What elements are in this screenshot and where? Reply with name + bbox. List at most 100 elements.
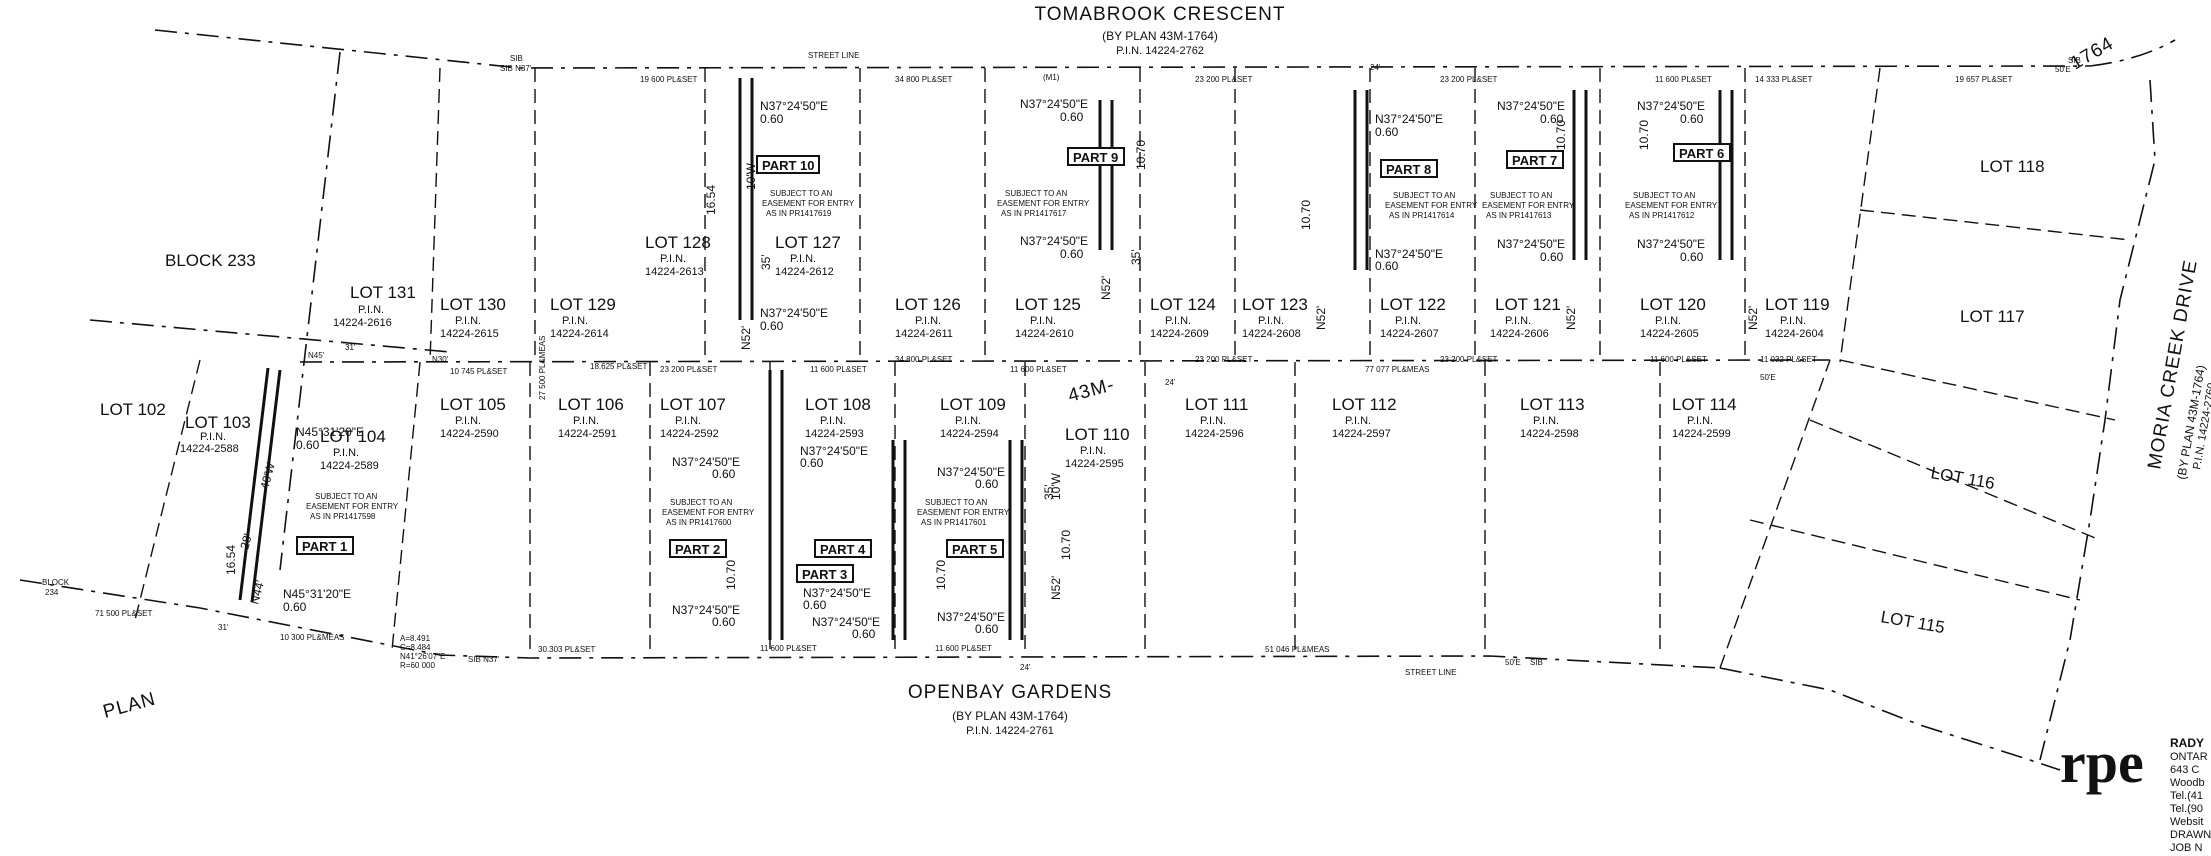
street-south-plan: (BY PLAN 43M-1764) [952,709,1068,723]
lot-107-label: LOT 107 [660,395,726,414]
plset-23200-c: 23 200 PL&SET [660,365,717,374]
part-5-label: PART 5 [952,542,997,557]
lot-126-pin: 14224-2611 [895,328,953,340]
easement-104-l2: EASEMENT FOR ENTRY [306,502,399,511]
plset-34800: 34 800 PL&SET [895,75,952,84]
dim-123-n52: N52' [1314,306,1328,330]
dim-127-bottom: 0.60 [760,319,784,333]
lot-130-pin: 14224-2615 [440,328,499,340]
bearings: N45°31'20"E 0.60 N45°31'20"E 0.60 N37°24… [283,97,1705,641]
plset-14333: 14 333 PL&SET [1755,75,1812,84]
dim-110-1070: 10.70 [1059,530,1073,560]
easement-notes: SUBJECT TO AN EASEMENT FOR ENTRY AS IN P… [306,189,1718,527]
north-lots: LOT 131 P.I.N. 14224-2616 LOT 130 P.I.N.… [333,233,1830,340]
easement-127-pr: AS IN PR1417619 [766,209,832,218]
ft24-bottom: 24' [1020,663,1031,672]
lot-127-pin: 14224-2612 [775,266,834,278]
easement-122-l1: SUBJECT TO AN [1393,191,1455,200]
lot-105-label: LOT 105 [440,395,506,414]
bearing-121-bottom: N37°24'50"E [1497,237,1565,251]
plmeas-27500: 27 500 PL&MEAS [538,336,547,400]
lot-114-label: LOT 114 [1672,395,1737,414]
bearing-107-top: N37°24'50"E [672,455,740,469]
company-name: RADY [2170,736,2204,750]
lot-111-pin-label: P.I.N. [1200,415,1226,427]
easement-127-l2: EASEMENT FOR ENTRY [762,199,855,208]
lot-121-label: LOT 121 [1495,295,1561,314]
dim-121-n52: N52' [1564,306,1578,330]
boundary-lines [19,29,2176,771]
lot-120-pin: 14224-2605 [1640,328,1699,340]
n45-label: N45' [308,351,325,360]
east-lots: LOT 118 LOT 117 LOT 116 LOT 115 [1879,157,2044,637]
lot-118-label: LOT 118 [1980,157,2045,176]
bearing-108-lower: N37°24'50"E [812,615,880,629]
dim-108-bottom: 0.60 [803,598,827,612]
easement-109-l2: EASEMENT FOR ENTRY [917,508,1010,517]
dim-110-n52: N52' [1049,576,1063,600]
lot-127-label: LOT 127 [775,233,841,252]
block-233-line [89,319,451,353]
bearing-104-bottom: N45°31'20"E [283,587,351,601]
plset-11600-b: 11 600 PL&SET [810,365,867,374]
lot-106-pin: 14224-2591 [558,428,617,440]
lot-126-pin-label: P.I.N. [915,315,941,327]
street-south-pin: P.I.N. 14224-2761 [966,725,1054,737]
lot-109-pin-label: P.I.N. [955,415,981,427]
parts: PART 1 PART 2 PART 3 PART 4 PART 5 PART … [296,143,1731,583]
lot-129-pin-label: P.I.N. [562,315,588,327]
company-logo: rpe [2060,730,2144,795]
lot-124-label: LOT 124 [1150,295,1216,314]
easement-104-l1: SUBJECT TO AN [315,492,377,501]
dim-107-top: 0.60 [712,467,736,481]
title-block: rpe RADY ONTAR 643 C Woodb Tel.(41 Tel.(… [2060,730,2211,854]
block-234-label: BLOCK [42,578,70,587]
street-north-name: TOMABROOK CRESCENT [1035,4,1286,25]
easement-125-l2: EASEMENT FOR ENTRY [997,199,1090,208]
dim-103-28: 28' [237,532,255,551]
plmeas-51046: 51 046 PL&MEAS [1265,645,1329,654]
lot-124-pin: 14224-2609 [1150,328,1209,340]
plset-11600-e: 11 600 PL&SET [760,644,817,653]
dim-125-35: 35' [1129,249,1143,265]
north-street-line [154,29,2091,69]
plset-23200-b: 23 200 PL&SET [1440,75,1497,84]
plan-mid-label: 43M- [1066,374,1117,407]
part-8-label: PART 8 [1386,162,1431,177]
part-6-label: PART 6 [1679,146,1724,161]
easement-127-l1: SUBJECT TO AN [770,189,832,198]
dim-121-top: 0.60 [1540,112,1564,126]
lot-108-pin-label: P.I.N. [820,415,846,427]
company-line-8: JOB N [2170,842,2202,854]
easement-109-l1: SUBJECT TO AN [925,498,987,507]
bearing-109-top: N37°24'50"E [937,465,1005,479]
lot-106-pin-label: P.I.N. [573,415,599,427]
lot-129-pin: 14224-2614 [550,328,609,340]
lot-111-label: LOT 111 [1185,395,1248,414]
plset-71500: 71 500 PL&SET [95,609,152,618]
street-north-plan: (BY PLAN 43M-1764) [1102,29,1218,43]
dim-104-bottom: 0.60 [283,600,307,614]
plset-19657: 19 657 PL&SET [1955,75,2012,84]
easement-121-pr: AS IN PR1417613 [1486,211,1552,220]
lot-114-pin-label: P.I.N. [1687,415,1713,427]
lot-103-pin-label: P.I.N. [200,431,226,443]
lot-112-pin: 14224-2597 [1332,428,1391,440]
lot-108-label: LOT 108 [805,395,871,414]
easement-121-l1: SUBJECT TO AN [1490,191,1552,200]
company-line-4: Tel.(41 [2170,790,2203,802]
lot-119-pin: 14224-2604 [1765,328,1824,340]
dim-127-35: 35' [759,254,773,270]
sib-se-label: SIB [1530,658,1543,667]
lot-131-pin-label: P.I.N. [358,304,384,316]
arc-bearing: N41°26'07"E [400,652,445,661]
part-4-label: PART 4 [820,542,866,557]
part-1-label: PART 1 [302,539,347,554]
dim-125-1070: 10.70 [1134,140,1148,170]
ft31-bottom: 31' [218,623,229,632]
easement-120-l2: EASEMENT FOR ENTRY [1625,201,1718,210]
company-line-3: Woodb [2170,777,2205,789]
plset-77077: 77 077 PL&MEAS [1365,365,1429,374]
sib-n37-top: SIB N37' [500,64,532,73]
south-lots: LOT 102 LOT 103 P.I.N. 14224-2588 LOT 10… [100,395,1737,472]
